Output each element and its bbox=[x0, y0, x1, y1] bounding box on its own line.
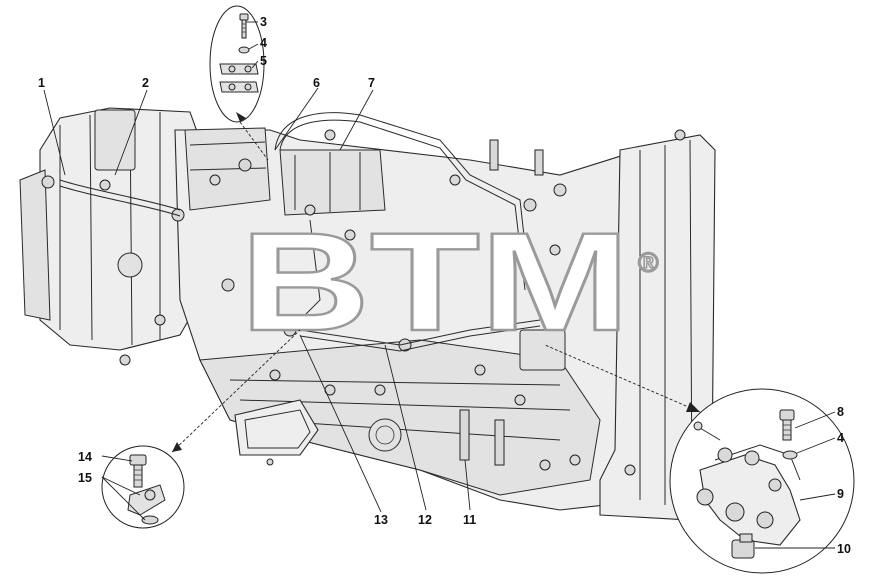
callout-number-9: 9 bbox=[837, 487, 844, 501]
callout-number-1: 1 bbox=[38, 76, 45, 90]
leader-lines bbox=[43, 21, 836, 549]
registered-mark: ® bbox=[638, 247, 659, 278]
callout-number-15: 15 bbox=[78, 471, 92, 485]
callout-number-14: 14 bbox=[78, 450, 92, 464]
transmission-housing bbox=[19, 107, 716, 521]
detail-callout-left bbox=[101, 329, 301, 529]
callout-number-3: 3 bbox=[260, 15, 267, 29]
watermark-logo: BTM ® bbox=[239, 202, 660, 361]
watermark-text: BTM bbox=[240, 203, 630, 360]
callout-number-2: 2 bbox=[142, 76, 149, 90]
callout-number-12: 12 bbox=[418, 513, 432, 527]
callout-number-13: 13 bbox=[374, 513, 388, 527]
callout-number-11: 11 bbox=[463, 513, 476, 527]
callout-number-5: 5 bbox=[260, 54, 267, 68]
callout-number-6: 6 bbox=[313, 76, 320, 90]
callout-number-8: 8 bbox=[837, 405, 844, 419]
callout-number-4-right: 4 bbox=[837, 431, 844, 445]
detail-callout-top bbox=[209, 5, 269, 161]
detail-callout-right bbox=[544, 344, 855, 574]
callout-numbers: 1 2 3 4 5 6 7 8 4 9 10 11 12 13 14 15 bbox=[38, 15, 851, 556]
callout-number-4-top: 4 bbox=[260, 36, 267, 50]
callout-number-10: 10 bbox=[837, 542, 851, 556]
callout-number-7: 7 bbox=[368, 76, 375, 90]
